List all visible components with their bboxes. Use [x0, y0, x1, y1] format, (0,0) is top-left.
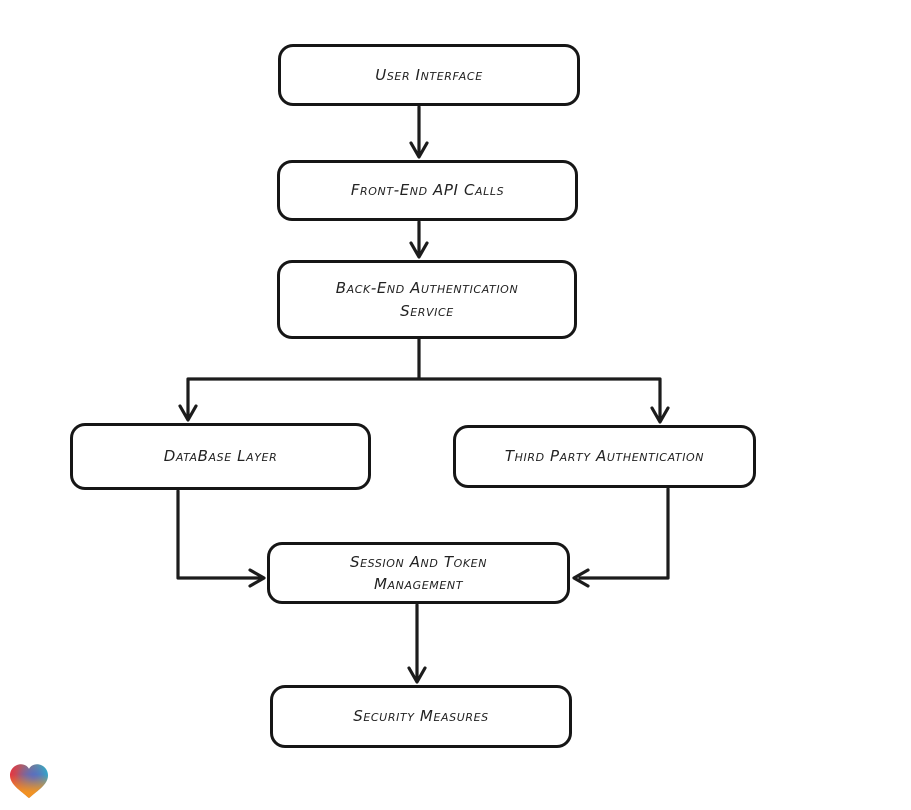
edge-session-and-token-management-to-security-measures — [407, 603, 427, 684]
node-security-measures: Security Measures — [270, 685, 572, 748]
edge-database-layer-to-session-and-token-management — [176, 489, 266, 588]
node-third-party-authentication: Third Party Authentication — [453, 425, 756, 488]
node-database-layer-label: DataBase Layer — [163, 447, 278, 466]
edge-back-end-authentication-service-branch — [178, 337, 670, 424]
node-third-party-authentication-label: Third Party Authentication — [504, 447, 705, 466]
heart-icon-shape — [10, 764, 48, 799]
edge-user-interface-to-front-end-api-calls — [409, 105, 429, 159]
node-session-and-token-management-label: Session And Token Management — [349, 552, 488, 594]
node-front-end-api-calls: Front-End API Calls — [277, 160, 578, 221]
node-user-interface: User Interface — [278, 44, 580, 106]
node-user-interface-label: User Interface — [375, 65, 483, 84]
edge-third-party-authentication-to-session-and-token-management — [572, 487, 670, 588]
node-back-end-authentication-service: Back-End Authentication Service — [277, 260, 577, 339]
edge-front-end-api-calls-to-back-end-authentication-service — [409, 220, 429, 259]
node-session-and-token-management: Session And Token Management — [267, 542, 570, 604]
node-database-layer: DataBase Layer — [70, 423, 371, 490]
node-front-end-api-calls-label: Front-End API Calls — [350, 181, 505, 200]
node-security-measures-label: Security Measures — [353, 707, 489, 726]
node-back-end-authentication-service-label: Back-End Authentication Service — [335, 279, 519, 320]
heart-icon — [10, 764, 48, 799]
